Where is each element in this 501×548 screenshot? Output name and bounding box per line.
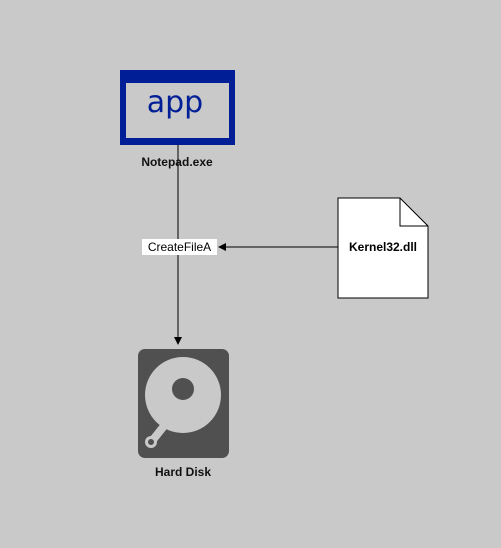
app-label: Notepad.exe: [141, 155, 213, 169]
edge-label-text: CreateFileA: [148, 240, 211, 254]
edge-label-createfilea: CreateFileA: [142, 239, 217, 255]
app-icon-text: app: [147, 85, 203, 120]
document-icon: Kernel32.dll: [337, 197, 429, 299]
disk-label: Hard Disk: [155, 465, 211, 479]
dll-label: Kernel32.dll: [349, 240, 417, 254]
hard-disk-icon: [138, 349, 229, 458]
app-window-icon: app: [120, 70, 235, 145]
edge-label-background: [142, 239, 217, 255]
